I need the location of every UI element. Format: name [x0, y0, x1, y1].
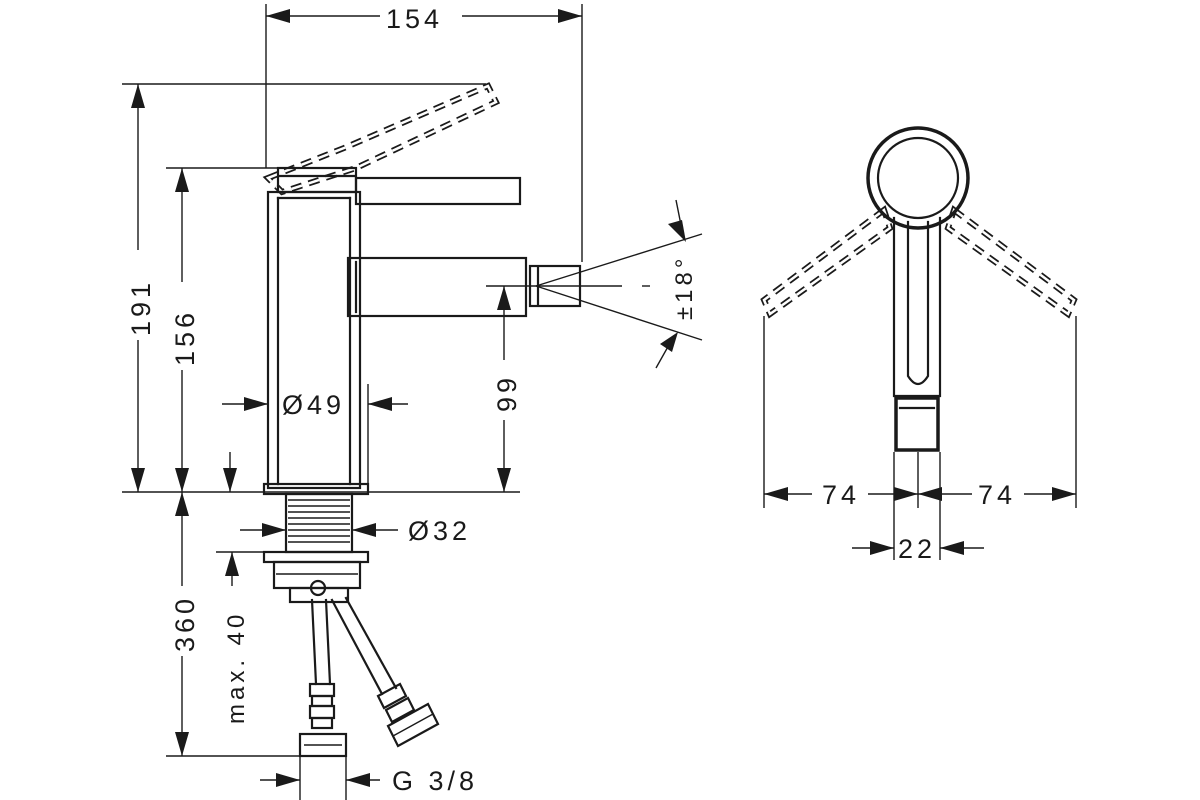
spray-angle-line-down: [535, 285, 703, 341]
arrow-49-left: [244, 397, 268, 411]
arrow-154-right: [558, 9, 582, 23]
arrow-360-top: [175, 492, 189, 516]
spout-tip-top: [894, 396, 940, 452]
lever-swing-left-dashed: [760, 205, 894, 319]
arrow-99-top: [497, 286, 511, 310]
dim-label-360: 360: [170, 595, 200, 652]
lever-top-inner: [906, 220, 930, 386]
arrow-22-left: [870, 541, 894, 555]
angle-arrow-bottom: [660, 332, 678, 352]
handle-lever: [354, 176, 522, 206]
dim-label-max40: max. 40: [223, 611, 250, 724]
arrow-max40: [225, 552, 239, 576]
arrow-191-bottom: [131, 468, 145, 492]
dim-label-diameter-49: Ø49: [282, 390, 345, 420]
dim-label-74-right: 74: [978, 480, 1016, 510]
arrow-49-right: [368, 397, 392, 411]
spray-angle-line-up: [535, 233, 703, 287]
dim-label-22: 22: [898, 534, 936, 564]
arrow-156-bottom: [175, 468, 189, 492]
arrow-99-bottom: [497, 468, 511, 492]
dim-label-154: 154: [386, 4, 443, 34]
fixing-nut: [272, 560, 362, 590]
dim-label-74-left: 74: [822, 480, 860, 510]
arrow-22-right: [940, 541, 964, 555]
arrow-191-top: [131, 84, 145, 108]
faucet-body: [266, 190, 362, 490]
handle-inner-circle: [876, 136, 960, 220]
arrow-74-right-outer: [1052, 487, 1076, 501]
connector-block: [288, 586, 350, 604]
supply-hose-angled: [330, 596, 440, 748]
arrow-360-bottom: [175, 732, 189, 756]
angle-arrow-top: [668, 220, 686, 242]
arrow-156-top: [175, 168, 189, 192]
arrow-74-left-outer: [764, 487, 788, 501]
dim-label-99: 99: [492, 374, 522, 412]
arrow-g38-left: [276, 773, 300, 787]
spout: [346, 256, 528, 318]
top-view: 74 74 22: [760, 126, 1078, 564]
arrow-g38-right: [346, 773, 370, 787]
lever-top-outline: [892, 216, 942, 398]
handle-outer-circle: [866, 126, 970, 230]
arrow-154-left: [266, 9, 290, 23]
arrow-32-right: [352, 523, 376, 537]
fixing-washer: [262, 550, 370, 564]
center-screw: [309, 579, 327, 597]
dim-label-191: 191: [126, 279, 156, 336]
arrow-74-right-inner: [918, 487, 942, 501]
supply-hose-straight: [298, 598, 348, 758]
arrow-74-left-inner: [894, 487, 918, 501]
dim-label-18-degrees: ±18°: [671, 255, 698, 320]
side-view: 154 191 156: [122, 4, 703, 800]
threaded-shank: [284, 492, 354, 554]
lever-swing-right-dashed: [944, 205, 1078, 319]
dim-label-g38: G 3/8: [392, 766, 478, 796]
dim-label-diameter-32: Ø32: [408, 516, 471, 546]
base-marker-arrow: [223, 468, 237, 492]
dim-label-156: 156: [170, 309, 200, 366]
arrow-32-left: [262, 523, 286, 537]
